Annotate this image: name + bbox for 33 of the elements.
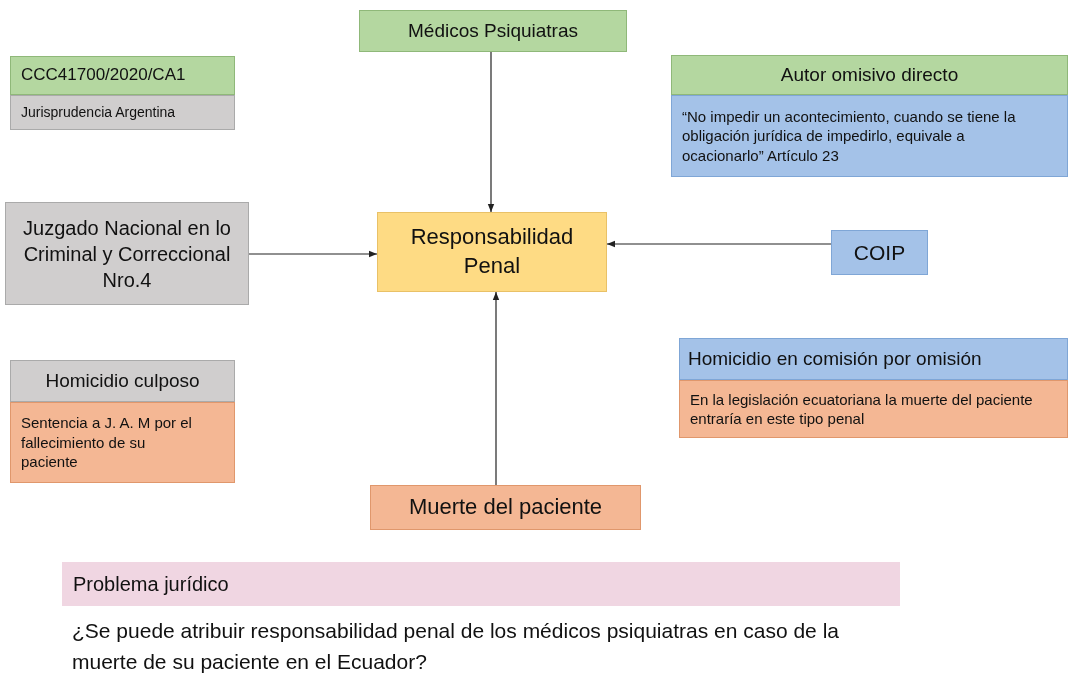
box-text: Homicidio culposo [45, 368, 200, 393]
label-box [5, 202, 249, 305]
central-box [377, 212, 607, 292]
box-text: En la legislación ecuatoriana la muerte del paciente entraría en este tipo penal [690, 389, 1034, 429]
heading-band [62, 562, 900, 606]
header-box [10, 56, 235, 95]
box-text: Juzgado Nacional en lo Criminal y Correccional Nro.4 [22, 215, 232, 293]
box-text: COIP [853, 239, 906, 266]
box-text: Sentencia a J. A. M por el fallecimiento de su paciente [21, 413, 193, 472]
box-text: Muerte del paciente [408, 493, 603, 522]
info-box [679, 338, 1068, 380]
header-box [359, 10, 627, 52]
question-text: ¿Se puede atribuir responsabilidad penal de los médicos psiquiatras en caso de la muerte de su paciente en el Ecuador? [72, 618, 840, 675]
arrow [492, 291, 500, 486]
box-text: Problema jurídico [73, 572, 229, 597]
arrow [606, 240, 832, 248]
note-box [10, 402, 235, 483]
header-box [671, 55, 1068, 95]
arrow [487, 51, 495, 213]
box-text: Responsabilidad Penal [409, 223, 575, 280]
label-box [10, 360, 235, 402]
box-text: “No impedir un acontecimiento, cuando se tiene la obligación jurídica de impedirlo, equivale a ocacionarlo” Artículo 23 [682, 106, 1017, 166]
arrow [248, 250, 378, 258]
label-box [10, 95, 235, 130]
box-text: Autor omisivo directo [780, 62, 959, 87]
note-box [370, 485, 641, 530]
box-text: Homicidio en comisión por omisión [688, 346, 982, 371]
info-box [831, 230, 928, 275]
box-text: Médicos Psiquiatras [408, 18, 578, 43]
info-box [671, 95, 1068, 177]
box-text: CCC41700/2020/CA1 [21, 64, 186, 87]
note-box [679, 380, 1068, 438]
box-text: Jurisprudencia Argentina [21, 103, 176, 122]
